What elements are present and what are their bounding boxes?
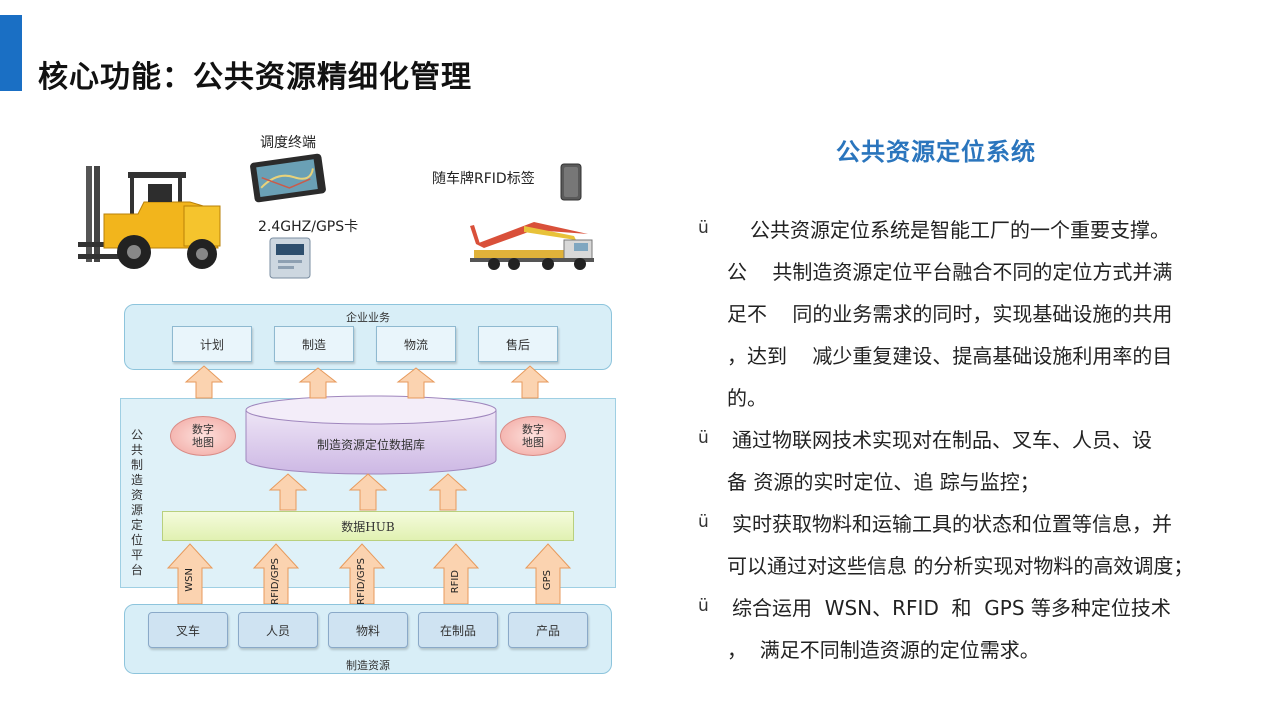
bullet-1-line-3: 足不 同的业务需求的同时，实现基础设施的共用 [727,302,1173,326]
bullet-4-line-2: ， 满足不同制造资源的定位需求。 [727,638,1040,662]
rfid-tag-image [560,163,582,201]
positioning-architecture-diagram: 公共制造资源定位平台 企业业务 计划 制造 物流 售后 [120,298,616,678]
business-item-aftersales: 售后 [478,326,558,362]
arrow-label-rfid-gps-1: RFID/GPS [270,558,281,605]
bullet-3-line-2: 可以通过对这些信息 的分析实现对物料的高效调度； [727,554,1194,578]
database-label: 制造资源定位数据库 [316,438,425,452]
bullet-1-line-2: 公 共制造资源定位平台融合不同的定位方式并满 [727,260,1173,284]
business-item-manufacture: 制造 [274,326,354,362]
bullet-marker: ü [698,428,709,448]
page-title: 核心功能：公共资源精细化管理 [38,60,472,95]
resource-products: 产品 [508,612,588,648]
bullet-1-line-5: 的。 [727,386,767,410]
arrow-label-rfid-gps-2: RFID/GPS [356,558,367,605]
resource-personnel: 人员 [238,612,318,648]
arrow-label-wsn: WSN [184,568,195,592]
bullet-3-line-1: 实时获取物料和运输工具的状态和位置等信息，并 [732,512,1172,536]
business-item-plan: 计划 [172,326,252,362]
title-accent-bar [0,15,22,91]
bullet-1-line-4: ，达到 减少重复建设、提高基础设施利用率的目 [727,344,1173,368]
resource-materials: 物料 [328,612,408,648]
bullet-2-line-1: 通过物联网技术实现对在制品、叉车、人员、设 [732,428,1152,452]
gps-card-image [269,237,311,279]
resources-title: 制造资源 [346,659,390,672]
digital-map-left: 数字 地图 [170,416,236,456]
business-item-logistics: 物流 [376,326,456,362]
data-hub: 数据HUB [162,511,574,541]
bullet-marker: ü [698,596,709,616]
platform-label: 公共制造资源定位平台 [130,428,143,577]
business-title: 企业业务 [346,311,390,324]
bullet-2-line-2: 备 资源的实时定位、追 踪与监控； [727,470,1040,494]
bullet-1-line-1: 公共资源定位系统是智能工厂的一个重要支撑。 [750,218,1170,242]
pump-truck-image [470,222,594,270]
section-title: 公共资源定位系统 [836,138,1036,166]
arrow-label-gps: GPS [542,570,553,591]
resource-forklift: 叉车 [148,612,228,648]
digital-map-right: 数字 地图 [500,416,566,456]
flow-arrows [166,365,572,605]
terminal-label: 调度终端 [260,135,316,151]
bullet-4-line-1: 综合运用 WSN、RFID 和 GPS 等多种定位技术 [732,596,1171,620]
bullet-marker: ü [698,512,709,532]
rfid-label: 随车牌RFID标签 [432,171,535,187]
forklift-image [78,166,221,269]
resource-wip: 在制品 [418,612,498,648]
arrow-label-rfid: RFID [450,570,461,594]
card-label: 2.4GHZ/GPS卡 [258,219,359,235]
dispatch-terminal-image [250,153,326,203]
bullet-marker: ü [698,218,709,238]
database-cylinder [245,395,497,475]
